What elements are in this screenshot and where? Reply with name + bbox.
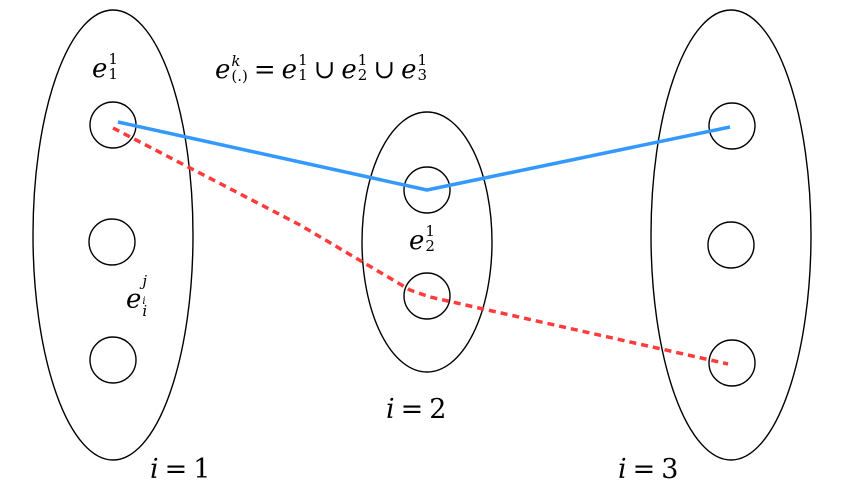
label-base: e bbox=[126, 284, 142, 315]
label-e-1-1: e 1 1 bbox=[92, 52, 118, 84]
group-1-ellipse bbox=[32, 9, 194, 461]
group-2-node-1 bbox=[403, 166, 451, 214]
group-3-node-2 bbox=[707, 221, 755, 269]
label-sup: 1 bbox=[425, 222, 435, 240]
union-equation: e k (.) =e 1 1 ∪e 1 2 ∪e 1 3 bbox=[215, 52, 428, 85]
eq-term-3-sub: 3 bbox=[417, 66, 428, 84]
group-label-i-3: i=3 bbox=[618, 456, 678, 483]
group-3-node-1 bbox=[708, 102, 756, 150]
eq-term-1-sub: 1 bbox=[298, 66, 308, 84]
solid-path bbox=[117, 120, 731, 192]
equals: = bbox=[400, 394, 424, 425]
label-sup: 1 bbox=[108, 50, 118, 68]
label-e-2-1: e 1 2 bbox=[409, 224, 435, 256]
eq-lhs-base: e bbox=[215, 55, 231, 85]
group-label-i-1: i=1 bbox=[150, 456, 210, 483]
label-sup-sub: i bbox=[142, 296, 146, 307]
value: 1 bbox=[193, 454, 211, 485]
var: i bbox=[386, 394, 395, 425]
label-sub: 2 bbox=[425, 237, 435, 255]
eq-term-3-base: e bbox=[401, 55, 417, 85]
label-base: e bbox=[92, 54, 108, 84]
eq-union-2: ∪ bbox=[373, 55, 396, 85]
equals: = bbox=[164, 454, 188, 485]
group-3-ellipse bbox=[650, 9, 812, 461]
value: 3 bbox=[661, 454, 679, 485]
group-1-node-2 bbox=[88, 218, 136, 266]
var: i bbox=[618, 454, 627, 485]
group-1-node-3 bbox=[89, 336, 137, 384]
var: i bbox=[150, 454, 159, 485]
eq-lhs-sub: (.) bbox=[231, 67, 248, 85]
eq-equals: = bbox=[253, 55, 276, 85]
label-sup-main: j bbox=[142, 272, 148, 290]
eq-term-2-sup: 1 bbox=[357, 51, 368, 69]
eq-term-1-base: e bbox=[281, 55, 298, 85]
eq-lhs-sup: k bbox=[231, 52, 241, 70]
eq-term-2-base: e bbox=[341, 55, 357, 85]
value: 2 bbox=[429, 394, 447, 425]
label-base: e bbox=[409, 226, 425, 256]
equals: = bbox=[632, 454, 656, 485]
label-sub: 1 bbox=[108, 65, 118, 83]
group-2-node-2 bbox=[403, 272, 451, 320]
group-3-node-3 bbox=[708, 339, 756, 387]
dashed-path bbox=[112, 126, 729, 366]
eq-term-1-sup: 1 bbox=[298, 51, 308, 69]
label-sub: i bbox=[142, 302, 148, 320]
eq-term-2-sub: 2 bbox=[357, 66, 368, 84]
eq-term-3-sup: 1 bbox=[417, 51, 428, 69]
eq-union-1: ∪ bbox=[313, 55, 336, 85]
group-label-i-2: i=2 bbox=[386, 396, 446, 423]
group-2-ellipse bbox=[361, 111, 493, 373]
